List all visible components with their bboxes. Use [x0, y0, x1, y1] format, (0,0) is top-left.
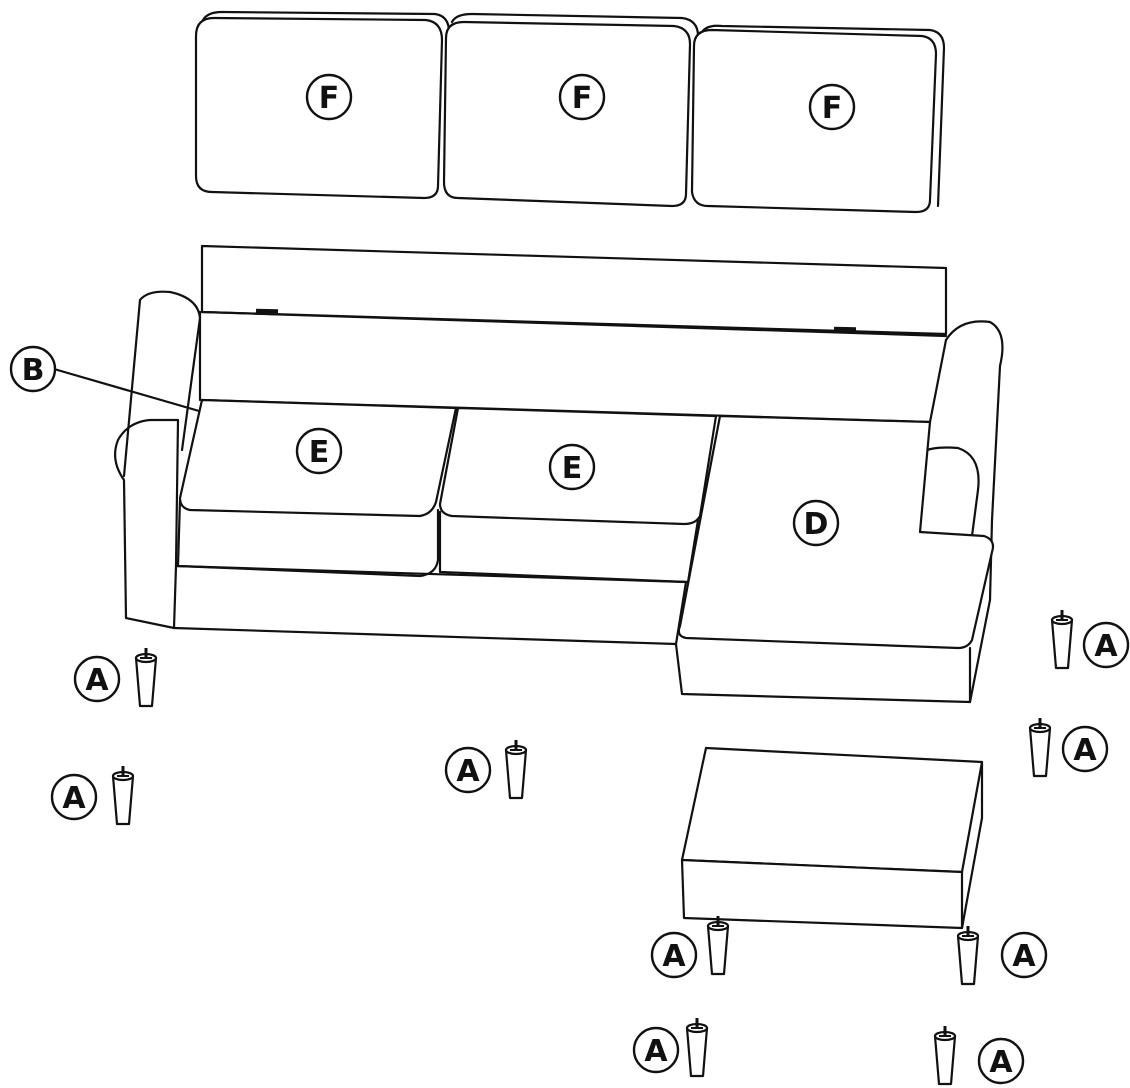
label-e: E: [562, 451, 583, 486]
back-cushion-middle: F: [442, 12, 700, 208]
ottoman: [680, 746, 984, 930]
label-a: A: [1073, 733, 1097, 768]
leg-1: A: [73, 646, 158, 708]
leg-8: A: [632, 1016, 709, 1078]
leg-2: A: [50, 764, 135, 826]
seat-cushion-middle: E: [438, 406, 718, 584]
leg-3: A: [444, 738, 528, 800]
back-cushion-right: F: [690, 24, 946, 214]
label-a: A: [644, 1034, 668, 1069]
label-f: F: [319, 81, 340, 116]
label-e: E: [309, 435, 330, 470]
back-cushion-left: F: [194, 10, 451, 200]
chaise-cushion: D: [677, 414, 995, 650]
label-f: F: [572, 81, 593, 116]
leg-5: A: [1028, 716, 1109, 778]
label-a: A: [85, 663, 109, 698]
leg-9: A: [933, 1024, 1025, 1086]
sofa-body-marker: B: [9, 345, 57, 393]
leg-7: A: [956, 924, 1048, 986]
label-a: A: [62, 781, 86, 816]
label-b: B: [22, 353, 45, 388]
leg-6: A: [650, 914, 730, 979]
label-a: A: [989, 1045, 1013, 1080]
label-a: A: [662, 939, 686, 974]
label-f: F: [822, 91, 843, 126]
seat-cushion-left: E: [176, 398, 458, 578]
label-d: D: [804, 507, 829, 542]
label-a: A: [456, 754, 480, 789]
label-a: A: [1094, 629, 1118, 664]
leg-4: A: [1050, 608, 1130, 670]
sofa-body: [113, 244, 1004, 704]
label-a: A: [1012, 939, 1036, 974]
